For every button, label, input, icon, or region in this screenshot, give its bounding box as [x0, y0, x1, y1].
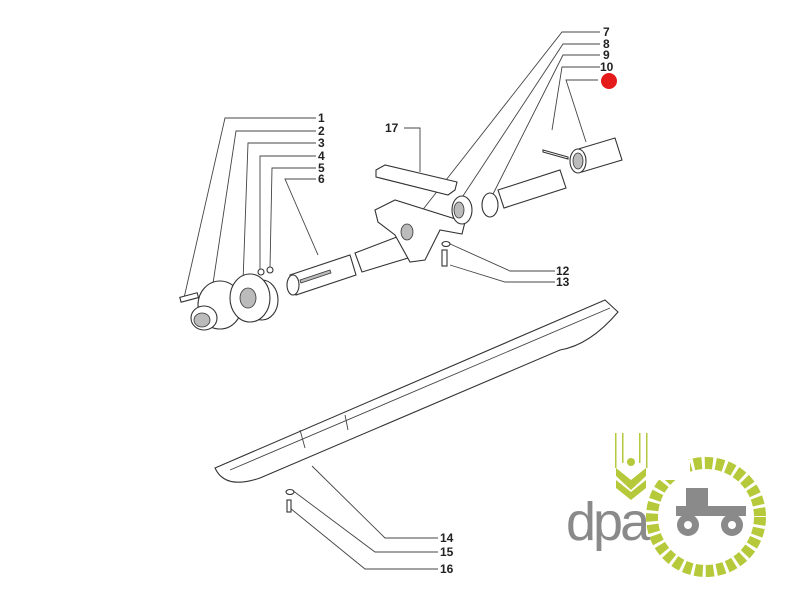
leader-lines	[183, 31, 600, 570]
callout-7: 7	[603, 25, 610, 39]
highlight-marker[interactable]	[601, 73, 617, 89]
callout-13: 13	[556, 275, 570, 289]
logo-text: dpa	[566, 492, 651, 552]
callout-5: 5	[318, 161, 325, 175]
callout-3: 3	[318, 136, 325, 150]
callout-16: 16	[440, 562, 454, 576]
callout-labels: 1 2 3 4 5 6 7 8 9 10 17 12 13 14 15 16	[318, 25, 617, 576]
callout-15: 15	[440, 545, 454, 559]
callout-10: 10	[600, 60, 614, 74]
parts	[179, 137, 623, 513]
bolt-part	[179, 292, 200, 303]
callout-6: 6	[318, 172, 325, 186]
callout-17: 17	[385, 121, 399, 135]
bearing-part	[451, 192, 499, 225]
sleeve-part	[569, 137, 623, 174]
tractor-icon	[676, 488, 746, 536]
callout-1: 1	[318, 111, 325, 125]
stub-shaft-part	[497, 169, 567, 209]
wheat-icon	[615, 433, 648, 500]
pin-part	[542, 149, 569, 160]
callout-14: 14	[440, 531, 454, 545]
plate-part	[375, 164, 458, 196]
flange-part	[229, 273, 279, 323]
callout-4: 4	[318, 149, 325, 163]
callout-9: 9	[603, 48, 610, 62]
gear-ring-icon	[646, 457, 766, 577]
callout-12: 12	[556, 264, 570, 278]
callout-8: 8	[603, 37, 610, 51]
dpa-logo: dpa	[566, 433, 766, 577]
callout-2: 2	[318, 124, 325, 138]
bearing-block-part	[374, 199, 466, 263]
gutter-part	[214, 299, 619, 483]
